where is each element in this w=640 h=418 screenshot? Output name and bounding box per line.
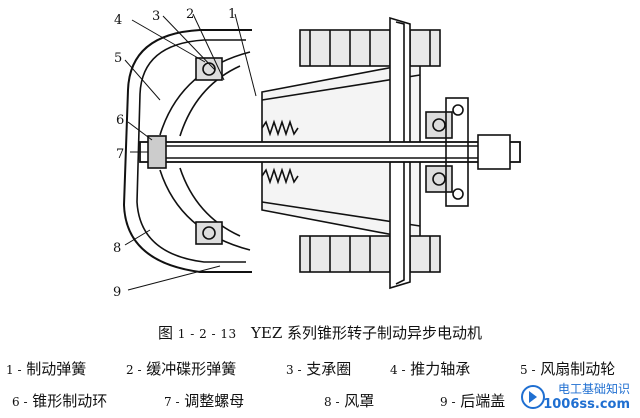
legend-label: 缓冲碟形弹簧: [146, 360, 237, 378]
callout-5: 5: [114, 51, 122, 66]
legend-item-4: 4 - 推力轴承: [390, 358, 470, 379]
legend-label: 锥形制动环: [32, 392, 108, 410]
legend-number: 2 -: [126, 363, 142, 377]
site-watermark: 电工基础知识 1006ss.com: [516, 380, 634, 414]
legend-number: 3 -: [286, 363, 302, 377]
callout-numbers: 4 3 2 1 5 6 7 8 9: [113, 7, 236, 300]
caption-title: YEZ 系列锥形转子制动异步电动机: [250, 324, 483, 342]
legend-label: 调整螺母: [184, 392, 245, 410]
legend-label: 风扇制动轮: [540, 360, 616, 378]
caption-prefix: 图: [157, 324, 173, 342]
callout-8: 8: [113, 241, 121, 256]
legend-number: 5 -: [520, 363, 536, 377]
callout-leaders: [124, 13, 257, 291]
legend-label: 后端盖: [460, 392, 506, 410]
legend-number: 1 -: [6, 363, 22, 377]
legend-item-8: 8 - 风罩: [324, 390, 374, 411]
legend-number: 7 -: [164, 395, 180, 409]
callout-6: 6: [116, 113, 124, 128]
watermark-site-name: 电工基础知识: [557, 382, 630, 396]
callout-3: 3: [152, 9, 160, 24]
legend-number: 9 -: [440, 395, 456, 409]
legend-item-3: 3 - 支承圈: [286, 358, 351, 379]
legend-number: 4 -: [390, 363, 406, 377]
watermark-logo-icon: [521, 385, 545, 409]
callout-2: 2: [186, 7, 194, 22]
legend-item-6: 6 - 锥形制动环: [12, 390, 107, 411]
legend-label: 风罩: [344, 392, 375, 410]
motor-outline: [122, 16, 521, 290]
legend-row-1: 1 - 制动弹簧 2 - 缓冲碟形弹簧 3 - 支承圈 4 - 推力轴承 5 -…: [0, 358, 640, 382]
callout-4: 4: [114, 13, 122, 28]
callout-9: 9: [113, 285, 121, 300]
legend-item-9: 9 - 后端盖: [440, 390, 505, 411]
legend-item-2: 2 - 缓冲碟形弹簧: [126, 358, 236, 379]
callout-7: 7: [116, 147, 124, 162]
legend-item-1: 1 - 制动弹簧: [6, 358, 86, 379]
callout-1: 1: [228, 7, 236, 22]
legend-label: 制动弹簧: [26, 360, 87, 378]
legend-item-7: 7 - 调整螺母: [164, 390, 244, 411]
legend-number: 8 -: [324, 395, 340, 409]
watermark-domain: 1006ss.com: [543, 397, 630, 412]
motor-cross-section-drawing: 4 3 2 1 5 6 7 8 9: [113, 7, 521, 300]
figure-caption: 图 1 - 2 - 13 YEZ 系列锥形转子制动异步电动机: [0, 322, 640, 343]
legend-label: 推力轴承: [410, 360, 471, 378]
legend-row-2: 6 - 锥形制动环 7 - 调整螺母 8 - 风罩 9 - 后端盖: [0, 390, 640, 414]
legend-number: 6 -: [12, 395, 28, 409]
legend-item-5: 5 - 风扇制动轮: [520, 358, 615, 379]
caption-figure-number: 1 - 2 - 13: [177, 327, 237, 341]
legend-label: 支承圈: [306, 360, 352, 378]
